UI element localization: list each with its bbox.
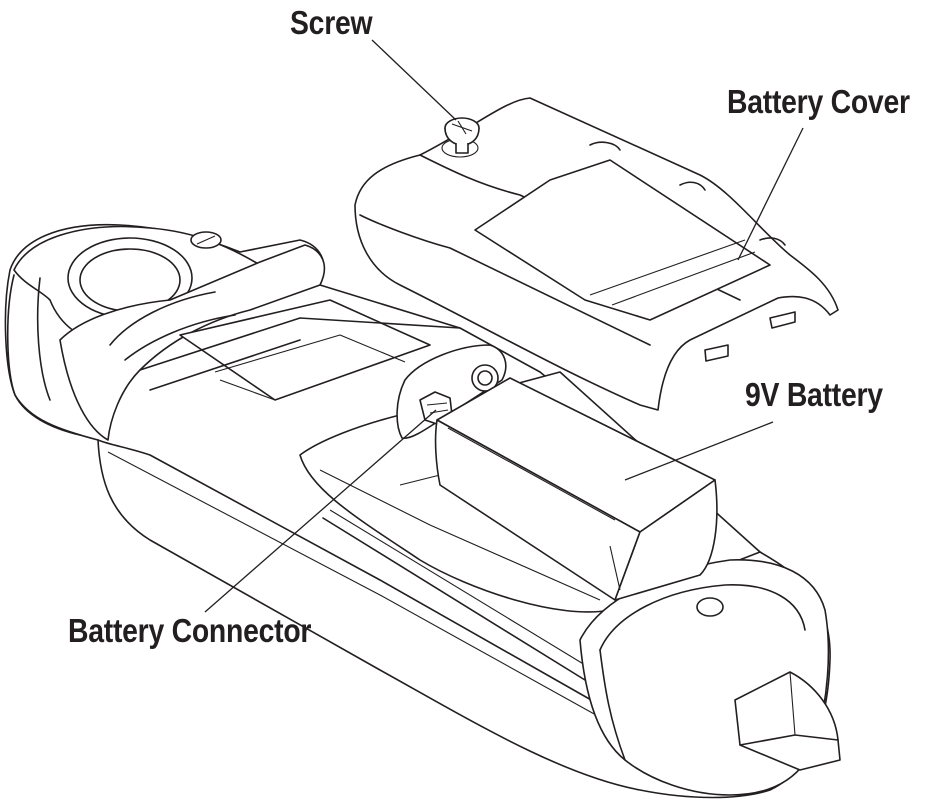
battery-9v xyxy=(434,377,718,601)
leader-battery xyxy=(624,421,774,481)
leader-battery-connector xyxy=(204,409,437,613)
label-battery-cover: Battery Cover xyxy=(727,83,910,120)
label-9v-battery: 9V Battery xyxy=(745,376,883,413)
screw xyxy=(444,117,480,154)
leader-screw xyxy=(371,39,457,121)
label-battery-connector: Battery Connector xyxy=(68,612,312,649)
label-screw: Screw xyxy=(290,4,373,41)
leader-battery-cover xyxy=(737,127,804,261)
leader-lines xyxy=(204,39,804,613)
